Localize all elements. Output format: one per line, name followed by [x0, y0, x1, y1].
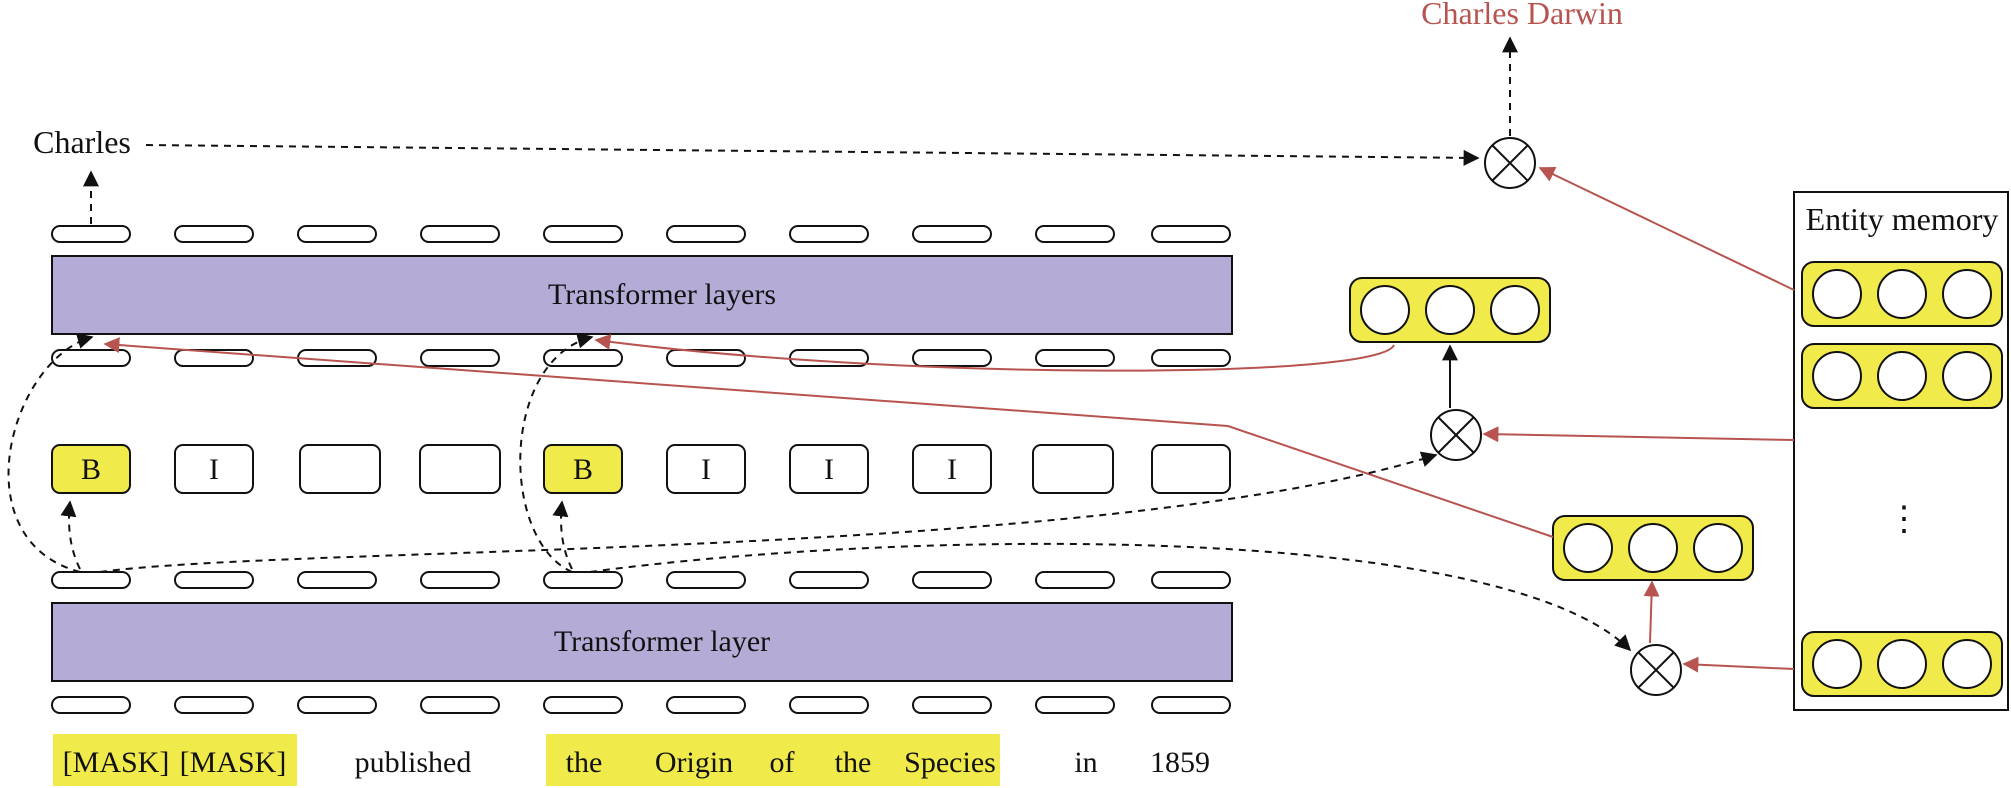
input-token: [MASK] [63, 746, 170, 779]
hidden-to-pre-transformer-arrow [519, 332, 594, 573]
pre-transformer-row [51, 349, 1231, 367]
embedding-slot [297, 696, 377, 714]
bio-tag-box [789, 444, 869, 494]
vector-to-second-entity-arrow [594, 333, 1395, 372]
output-slot [420, 225, 500, 243]
output-row [51, 225, 1231, 243]
input-token: of [770, 746, 795, 779]
output-slot [51, 225, 131, 243]
entity-memory-slot [1801, 631, 2003, 697]
pre-transformer-slot [1151, 349, 1231, 367]
hidden-slot [1151, 571, 1231, 589]
bio-tag-box [666, 444, 746, 494]
embedding-slot [51, 696, 131, 714]
bio-tag-box [174, 444, 254, 494]
bio-tag-box [1032, 444, 1114, 494]
mention-to-bottom-multiply-arrow [589, 542, 1632, 652]
pre-transformer-slot [543, 349, 623, 367]
bio-tag-label: B [573, 453, 593, 486]
bio-tag-box [543, 444, 623, 494]
output-slot [543, 225, 623, 243]
embedding-slot [1035, 696, 1115, 714]
input-token: the [835, 746, 872, 779]
embedding-slot [789, 696, 869, 714]
hidden-to-bio-b1-arrow [60, 500, 81, 570]
highlight-mask-span [53, 734, 297, 786]
input-token: the [566, 746, 603, 779]
bottom-transformer-label: Transformer layer [554, 625, 770, 658]
bio-tag-box [299, 444, 381, 494]
output-slot [1035, 225, 1115, 243]
selected-entity-vector-top [1349, 277, 1551, 343]
bio-tag-box [1151, 444, 1231, 494]
output-slot [1151, 225, 1231, 243]
input-token: Species [904, 746, 996, 779]
input-token: [MASK] [180, 746, 287, 779]
embedding-slot [1151, 696, 1231, 714]
output-charles-label: Charles [33, 124, 131, 160]
memory-to-middle-multiply-arrow [1482, 426, 1795, 443]
embedding-slot [174, 696, 254, 714]
hidden-slot [789, 571, 869, 589]
hidden-slot [666, 571, 746, 589]
multiply-cross [1437, 416, 1475, 454]
hidden-slot [1035, 571, 1115, 589]
bottom-transformer-layer [51, 602, 1233, 682]
bio-tag-label: I [701, 453, 711, 486]
hidden-to-pre-transformer-arrow [7, 333, 94, 573]
output-charles-darwin-label: Charles Darwin [1421, 0, 1623, 31]
entity-memory-ellipsis: ⋮ [1887, 501, 1921, 538]
hidden-slot [543, 571, 623, 589]
output-slot [666, 225, 746, 243]
embedding-slot [420, 696, 500, 714]
embedding-slot [543, 696, 623, 714]
output-slot [297, 225, 377, 243]
bio-tag-box [51, 444, 131, 494]
pre-transformer-slot [51, 349, 131, 367]
hidden-slot [297, 571, 377, 589]
bio-tag-box [912, 444, 992, 494]
pre-transformer-slot [912, 349, 992, 367]
output-slot [789, 225, 869, 243]
memory-to-bottom-multiply-arrow [1682, 656, 1795, 673]
hidden-slot [420, 571, 500, 589]
input-embedding-row [51, 696, 1231, 714]
multiply-cross [1637, 651, 1675, 689]
hidden-slot [174, 571, 254, 589]
bio-tag-label: I [947, 453, 957, 486]
hidden-to-bio-b2-arrow [552, 500, 573, 570]
selected-entity-vector-bottom [1552, 515, 1754, 581]
entity-memory-title: Entity memory [1806, 201, 1999, 237]
hidden-slot [51, 571, 131, 589]
pre-transformer-slot [420, 349, 500, 367]
bio-tag-box [419, 444, 501, 494]
embedding-slot [666, 696, 746, 714]
entity-memory-slot [1801, 343, 2003, 409]
mention-to-middle-multiply-arrow [99, 451, 1438, 573]
bottom-multiply-to-vector-arrow [1643, 580, 1660, 644]
embedding-slot [912, 696, 992, 714]
input-token: in [1074, 746, 1097, 779]
charles-to-combine-arrow [145, 144, 1480, 166]
bio-tag-row [51, 444, 1231, 494]
pre-transformer-slot [1035, 349, 1115, 367]
highlight-entity-span [546, 734, 1000, 786]
input-token: 1859 [1150, 746, 1210, 779]
hidden-embedding-row [51, 571, 1231, 589]
memory-to-top-multiply-arrow [1538, 167, 1795, 291]
entity-memory-slot [1801, 261, 2003, 327]
bio-tag-label: I [824, 453, 834, 486]
input-token: published [355, 746, 472, 779]
output-slot [912, 225, 992, 243]
hidden-slot [912, 571, 992, 589]
multiply-cross [1491, 144, 1529, 182]
vector-to-first-entity-arrow [103, 337, 1554, 538]
bio-tag-label: B [81, 453, 101, 486]
top-transformer-layers [51, 255, 1233, 335]
top-transformer-label: Transformer layers [548, 278, 776, 311]
bio-tag-label: I [209, 453, 219, 486]
input-token: Origin [655, 746, 733, 779]
output-slot [174, 225, 254, 243]
